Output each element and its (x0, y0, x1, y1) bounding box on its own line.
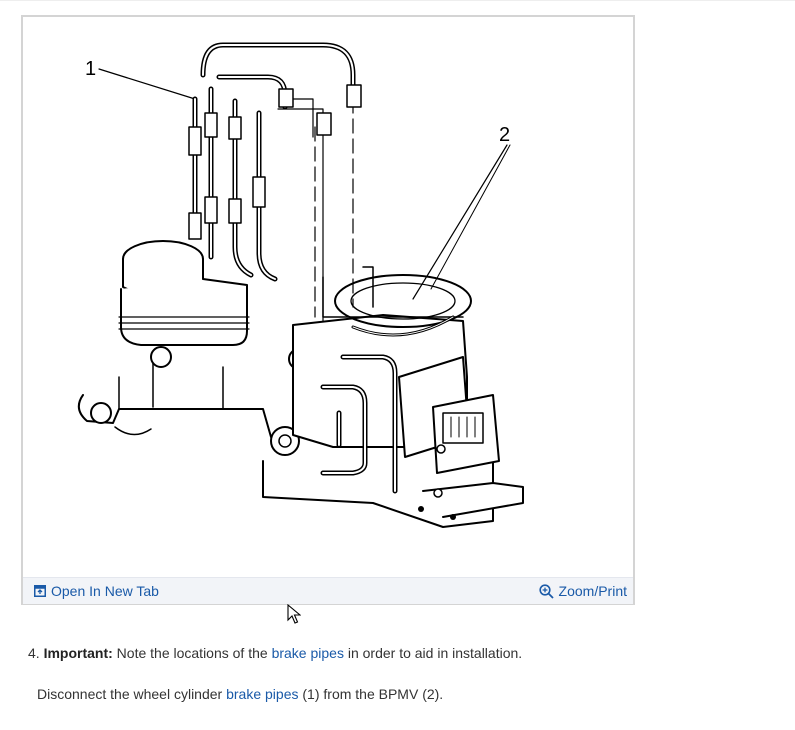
mouse-pointer-icon (287, 604, 301, 624)
instruction-text: Disconnect the wheel cylinder brake pipe… (37, 686, 443, 702)
step-text-before: Note the locations of the (112, 645, 272, 661)
open-in-new-tab-label: Open In New Tab (51, 583, 159, 599)
instruction-text-before: Disconnect the wheel cylinder (37, 686, 227, 702)
zoom-in-icon (538, 583, 554, 599)
open-in-new-tab-button[interactable]: Open In New Tab (34, 583, 159, 599)
zoom-print-button[interactable]: Zoom/Print (538, 583, 627, 599)
step-number: 4. (28, 645, 40, 661)
instruction-text-after: (1) from the BPMV (2). (298, 686, 444, 702)
figure-toolbar: Open In New Tab Zoom/Print (23, 577, 633, 604)
brake-pipes-link-1[interactable]: brake pipes (271, 645, 344, 661)
step-text-after: in order to aid in installation. (343, 645, 523, 661)
callout-2: 2 (499, 124, 510, 146)
important-label: Important: (43, 645, 113, 661)
top-divider (0, 0, 795, 1)
figure-container: 1 2 (21, 15, 635, 605)
brake-system-diagram: 1 2 (77, 42, 524, 528)
step-4: 4. Important: Note the locations of the … (28, 645, 522, 661)
zoom-print-label: Zoom/Print (558, 583, 627, 599)
callout-1: 1 (85, 58, 96, 80)
brake-pipes-link-2[interactable]: brake pipes (226, 686, 299, 702)
open-in-new-tab-icon (34, 585, 46, 597)
